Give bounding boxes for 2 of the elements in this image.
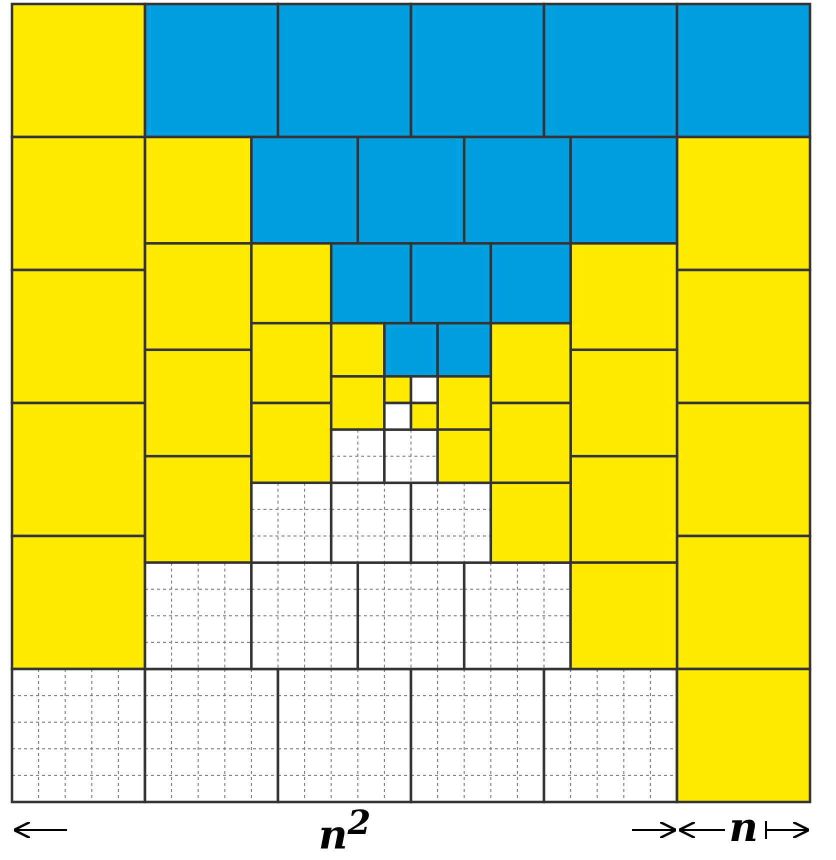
dimension-label: n$^{2}$ — [318, 806, 371, 856]
dimension-label: n — [729, 808, 758, 848]
